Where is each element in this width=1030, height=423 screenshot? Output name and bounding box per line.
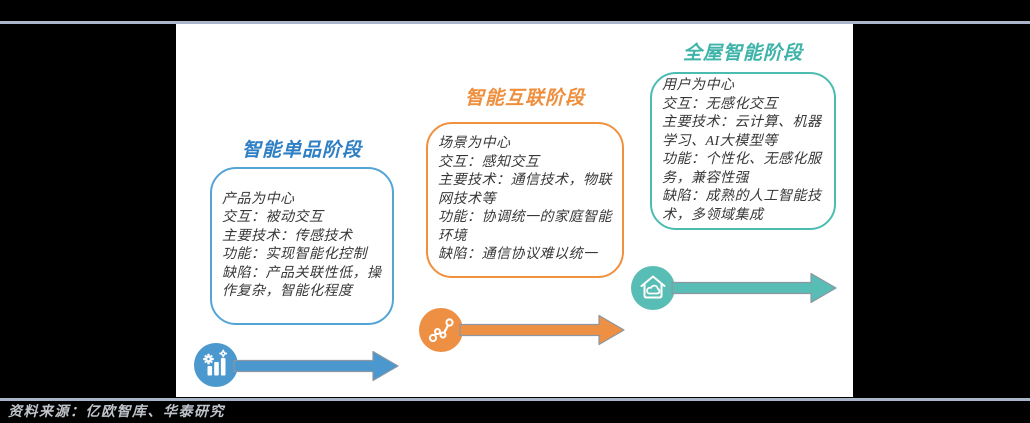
stage-title-single-product: 智能单品阶段	[241, 140, 362, 161]
stage-body-text: 产品为中心 交互：被动交互 主要技术：传感技术 功能：实现智能化控制 缺陷：产品…	[222, 191, 382, 300]
stage-arrow-1	[233, 350, 399, 382]
stage-title-interconnection: 智能互联阶段	[464, 88, 585, 109]
network-nodes-icon	[419, 308, 463, 352]
top-divider	[0, 21, 1030, 24]
bottom-divider	[0, 398, 1030, 401]
source-note: 资料来源：亿欧智库、华泰研究	[8, 405, 225, 420]
stage-box-single-product: 产品为中心 交互：被动交互 主要技术：传感技术 功能：实现智能化控制 缺陷：产品…	[210, 167, 394, 325]
stage-arrow-3	[671, 272, 837, 304]
stage-arrow-2	[459, 314, 625, 346]
stage-body-text: 用户为中心 交互：无感化交互 主要技术：云计算、机器学习、AI大模型等 功能：个…	[662, 78, 822, 223]
stage-box-interconnection: 场景为中心 交互：感知交互 主要技术：通信技术，物联网技术等 功能：协调统一的家…	[426, 122, 624, 278]
gear-bar-chart-icon	[194, 343, 238, 387]
stage-box-whole-house: 用户为中心 交互：无感化交互 主要技术：云计算、机器学习、AI大模型等 功能：个…	[650, 72, 836, 230]
stage-body-text: 场景为中心 交互：感知交互 主要技术：通信技术，物联网技术等 功能：协调统一的家…	[438, 136, 612, 263]
stage-title-whole-house: 全屋智能阶段	[682, 43, 803, 64]
smart-home-icon	[631, 266, 675, 310]
